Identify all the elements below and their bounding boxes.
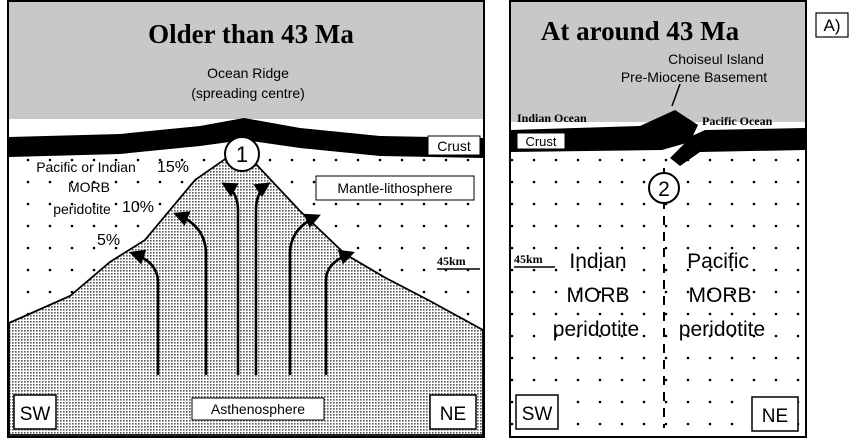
pct-15: 15% (157, 159, 189, 176)
island-line1: Choiseul Island (668, 51, 764, 67)
arrow-4 (253, 182, 271, 375)
source-line2: MORB (68, 179, 110, 195)
island-leader-line (671, 83, 681, 107)
right-sw-label: SW (522, 404, 553, 425)
right-panel: At around 43 Ma Choiseul Island Pre-Mioc… (509, 0, 807, 438)
arrow-1 (129, 249, 160, 375)
indian-line1: Indian (569, 250, 626, 273)
island-line2: Pre-Miocene Basement (621, 69, 767, 85)
left-upwelling-arrows (129, 182, 355, 375)
marker-1-label: 1 (236, 142, 248, 167)
ridge-label-line1: Ocean Ridge (207, 65, 289, 81)
left-scale-label: 45km (437, 254, 466, 268)
pacific-line3: peridotite (679, 318, 765, 341)
pacific-line1: Pacific (687, 250, 749, 273)
arrow-2 (173, 211, 208, 375)
right-mantle (511, 126, 805, 435)
pct-10: 10% (122, 199, 154, 216)
pacific-line2: MORB (689, 284, 752, 307)
marker-2 (648, 172, 680, 204)
marker-1 (224, 136, 260, 172)
mantle-label: Mantle-lithosphere (337, 180, 452, 196)
right-scale-label: 45km (514, 252, 543, 266)
ridge-label-line2: (spreading centre) (191, 85, 305, 101)
left-panel: Older than 43 Ma Ocean Ridge (spreading … (7, 0, 485, 438)
arrow-3 (221, 182, 240, 375)
left-ocean-water (9, 2, 483, 119)
left-sw-box (13, 394, 57, 430)
arrow-5 (288, 213, 321, 375)
right-sw-box (515, 394, 559, 430)
source-line1: Pacific or Indian (36, 159, 136, 175)
indian-ocean-label: Indian Ocean (517, 111, 587, 125)
indian-line3: peridotite (553, 318, 639, 341)
left-sw-label: SW (20, 404, 51, 425)
left-crust-label-box (427, 135, 481, 156)
pacific-ocean-label: Pacific Ocean (702, 114, 773, 128)
source-line3: peridotite (53, 201, 111, 217)
left-ne-box (429, 394, 477, 430)
left-asthenosphere (8, 146, 484, 436)
right-ne-label: NE (762, 406, 788, 427)
panel-label: A) (824, 16, 841, 35)
mantle-label-box (315, 175, 475, 201)
astheno-label-box (191, 397, 325, 421)
right-crust-label: Crust (525, 134, 556, 149)
astheno-label: Asthenosphere (211, 401, 305, 417)
panel-label-box (815, 12, 849, 38)
right-crust-pacific (670, 128, 805, 166)
left-title: Older than 43 Ma (148, 19, 354, 49)
pct-5: 5% (97, 232, 120, 249)
left-crust-label: Crust (437, 138, 471, 154)
right-title: At around 43 Ma (541, 16, 740, 46)
right-ne-box (751, 396, 799, 432)
indian-line2: MORB (567, 284, 630, 307)
right-ocean-water (511, 2, 805, 122)
marker-2-label: 2 (658, 178, 670, 201)
arrow-6 (324, 249, 355, 375)
right-crust-label-box (516, 132, 566, 150)
left-ne-label: NE (440, 404, 466, 425)
